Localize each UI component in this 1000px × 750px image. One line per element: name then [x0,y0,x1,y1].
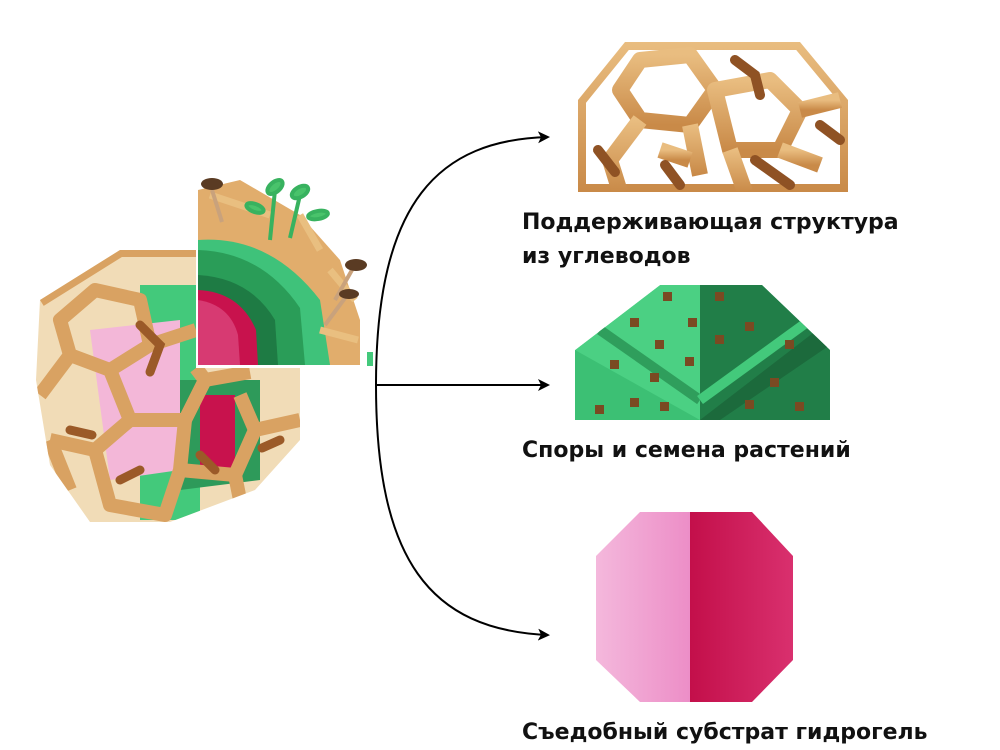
label-carbohydrate-structure-line-1: Поддерживающая структура [522,210,899,235]
label-hydrogel-substrate-text: Съедобный субстрат гидрогель [522,720,928,745]
cutaway-sphere-illustration [36,178,373,522]
carbohydrate-lattice-icon [578,42,848,192]
label-hydrogel-substrate: Съедобный субстрат гидрогель [522,716,928,750]
arrow-to-structure [375,131,550,386]
label-spores-seeds-text: Споры и семена растений [522,438,851,463]
label-carbohydrate-structure: Поддерживающая структура из углеводов [522,206,899,274]
arrow-to-hydrogel [375,384,550,641]
seeds-and-spores-icon [575,285,830,420]
hydrogel-substrate-icon [596,512,793,702]
label-spores-seeds: Споры и семена растений [522,434,851,468]
branching-arrows [375,131,550,641]
label-carbohydrate-structure-line-2: из углеводов [522,244,691,269]
